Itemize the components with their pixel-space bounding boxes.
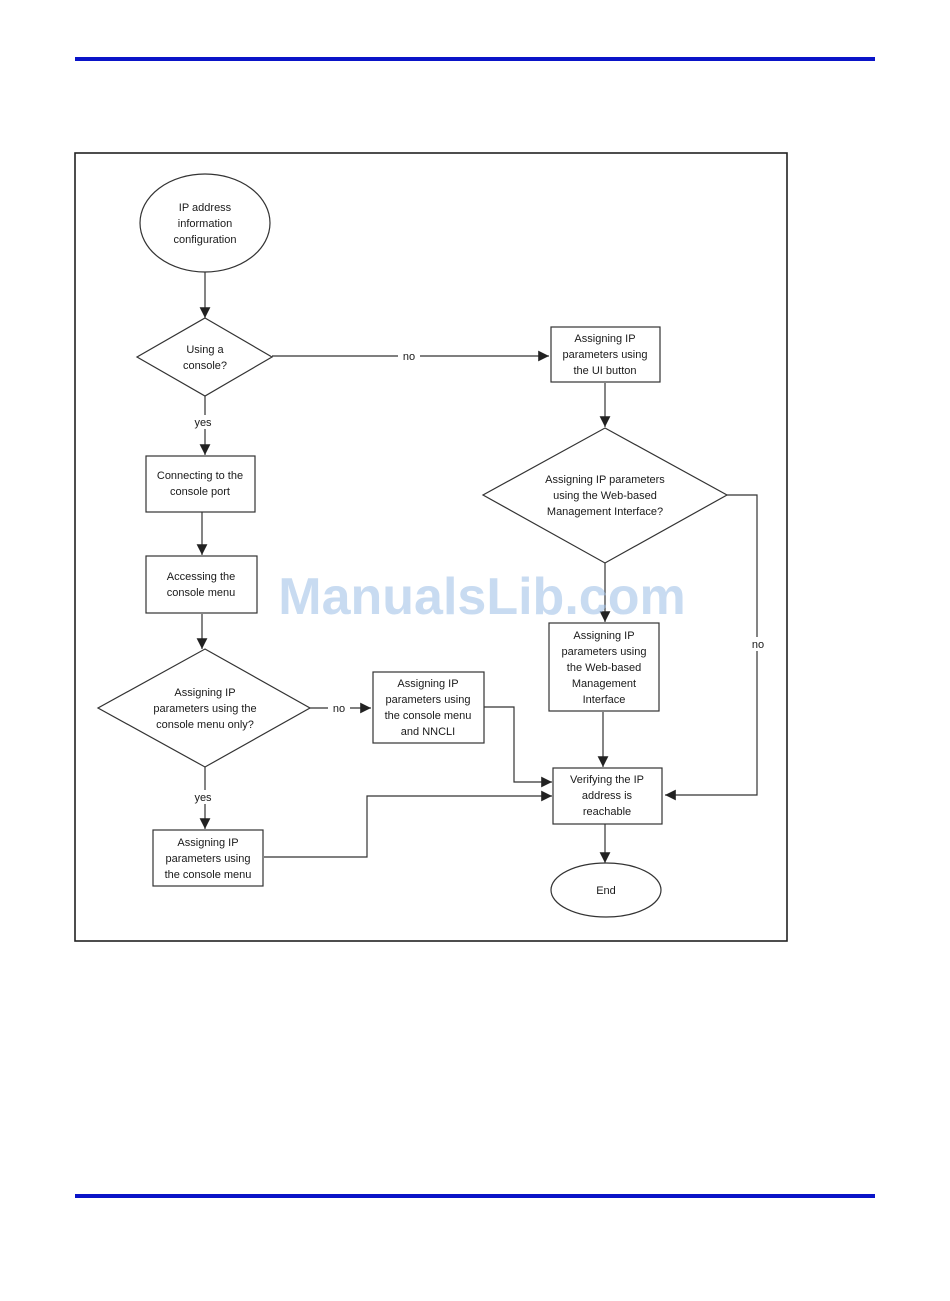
- label-web-no: no: [752, 639, 764, 651]
- node-line: parameters using: [563, 349, 648, 361]
- node-line: address is: [582, 790, 633, 802]
- bottom-rule: [75, 1194, 875, 1198]
- top-rule: [75, 57, 875, 61]
- node-menu-assign-text: Assigning IP parameters using the console …: [165, 837, 252, 881]
- node-line: Using a: [186, 344, 224, 356]
- node-line: the console menu: [385, 710, 472, 722]
- node-line: Accessing the: [167, 571, 235, 583]
- node-using-console-text: Using a console?: [183, 344, 227, 372]
- node-start-text: IP address information configuration: [174, 202, 237, 246]
- node-verify-text: Verifying the IP address is reachable: [570, 774, 644, 818]
- node-line: the console menu: [165, 869, 252, 881]
- node-line: Connecting to the: [157, 470, 243, 482]
- watermark: ManualsLib.com: [278, 568, 685, 626]
- node-menu-nncli-text: Assigning IP parameters using the console …: [385, 678, 472, 738]
- node-menu-nncli: Assigning IP parameters using the console …: [372, 671, 485, 744]
- node-menu-only: Assigning IP parameters using the console …: [96, 648, 312, 768]
- node-start: IP address information configuration: [139, 173, 271, 273]
- node-web-decision-text: Assigning IP parameters using the Web-bas…: [545, 474, 665, 518]
- node-line: and NNCLI: [401, 726, 455, 738]
- node-line: using the Web-based: [553, 490, 657, 502]
- node-access-menu-text: Accessing the console menu: [167, 571, 236, 599]
- node-verify: Verifying the IP address is reachable: [552, 767, 663, 825]
- label-console-yes: yes: [194, 417, 212, 429]
- node-line: information: [178, 218, 232, 230]
- label-menu-no: no: [333, 703, 345, 715]
- node-line: Verifying the IP: [570, 774, 644, 786]
- node-line: IP address: [179, 202, 232, 214]
- node-line: Assigning IP: [573, 630, 634, 642]
- node-connect-console-text: Connecting to the console port: [157, 470, 243, 498]
- node-line: Assigning IP parameters: [545, 474, 665, 486]
- node-web-decision: Assigning IP parameters using the Web-bas…: [481, 427, 729, 564]
- node-line: Interface: [583, 694, 626, 706]
- node-using-console: Using a console?: [135, 317, 274, 397]
- node-line: the Web-based: [567, 662, 641, 674]
- node-ui-button-text: Assigning IP parameters using the UI butto…: [563, 333, 648, 377]
- node-line: the UI button: [574, 365, 637, 377]
- edge-web-no: [665, 494, 758, 801]
- edge-nncli-to-verify: [484, 706, 552, 788]
- node-access-menu: Accessing the console menu: [145, 555, 258, 614]
- node-ui-button: Assigning IP parameters using the UI butto…: [550, 326, 661, 383]
- node-connect-console: Connecting to the console port: [145, 455, 256, 513]
- node-line: configuration: [174, 234, 237, 246]
- node-line: Assigning IP: [177, 837, 238, 849]
- node-menu-assign: Assigning IP parameters using the console …: [152, 829, 264, 887]
- node-menu-only-text: Assigning IP parameters using the console …: [153, 687, 256, 731]
- node-end: End: [550, 862, 662, 918]
- label-console-no: no: [403, 351, 415, 363]
- node-line: parameters using: [562, 646, 647, 658]
- label-menu-yes: yes: [194, 792, 212, 804]
- node-line: Management Interface?: [547, 506, 663, 518]
- node-line: Assigning IP: [397, 678, 458, 690]
- edge-menu-to-verify: [264, 790, 552, 858]
- node-line: parameters using the: [153, 703, 256, 715]
- node-line: console?: [183, 360, 227, 372]
- node-line: reachable: [583, 806, 631, 818]
- node-line: console port: [170, 486, 230, 498]
- node-line: End: [596, 885, 616, 897]
- node-line: Assigning IP: [174, 687, 235, 699]
- node-line: parameters using: [386, 694, 471, 706]
- node-line: Management: [572, 678, 636, 690]
- node-line: parameters using: [166, 853, 251, 865]
- diagram-frame: [74, 152, 788, 942]
- node-line: console menu only?: [156, 719, 254, 731]
- node-web-assign-text: Assigning IP parameters using the Web-base…: [562, 630, 647, 706]
- node-line: Assigning IP: [574, 333, 635, 345]
- node-line: console menu: [167, 587, 236, 599]
- node-end-text: End: [596, 885, 616, 897]
- node-web-assign: Assigning IP parameters using the Web-base…: [548, 622, 660, 712]
